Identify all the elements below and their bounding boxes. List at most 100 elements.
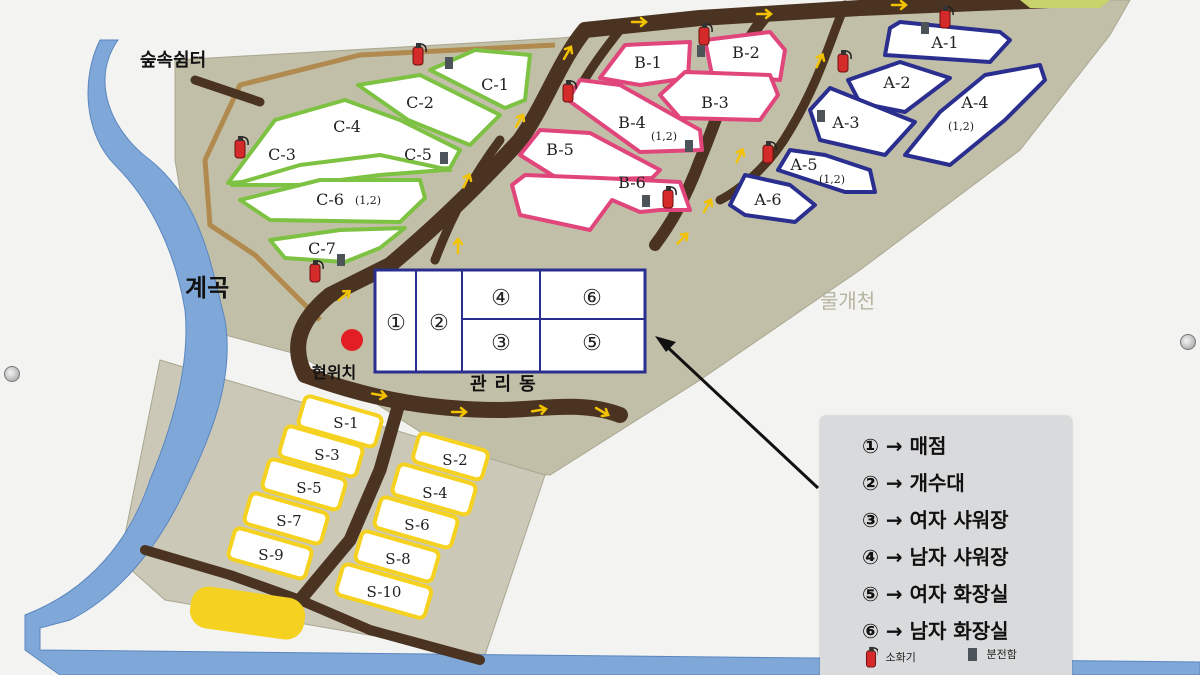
label-b5: B-5 <box>546 140 574 159</box>
tan-trail <box>202 42 556 322</box>
site-b2[interactable] <box>703 30 787 82</box>
screw-left <box>4 366 20 382</box>
distribution-box-icon <box>968 647 977 661</box>
label-a1: A-1 <box>930 33 958 52</box>
label-a3: A-3 <box>831 113 859 132</box>
site-a5[interactable] <box>776 148 877 194</box>
label-b4-sub: (1,2) <box>651 130 677 143</box>
label-b4: B-4 <box>618 113 646 132</box>
current-location-marker <box>341 329 363 351</box>
legend-item-women-restroom: ⑤ → 여자 화장실 <box>862 582 1009 606</box>
site-s1[interactable] <box>296 394 384 449</box>
site-s3[interactable] <box>277 424 365 479</box>
distribution-boxes <box>337 22 929 266</box>
distribution-box-icon <box>337 254 345 266</box>
label-s4: S-4 <box>422 484 447 502</box>
forest-rest-label: 숲속쉼터 <box>140 50 206 71</box>
label-b1: B-1 <box>634 53 662 72</box>
label-s5: S-5 <box>296 479 321 497</box>
site-b6[interactable] <box>510 173 692 232</box>
label-s7: S-7 <box>276 512 301 530</box>
label-c4: C-4 <box>333 117 361 136</box>
label-s9: S-9 <box>258 546 283 564</box>
label-b6: B-6 <box>618 173 646 192</box>
site-a4[interactable] <box>903 63 1047 167</box>
label-s1: S-1 <box>333 414 358 432</box>
distribution-box-icon <box>445 57 453 69</box>
site-a3[interactable] <box>808 86 917 157</box>
room-4: ④ <box>491 286 511 311</box>
label-a4: A-4 <box>960 93 988 112</box>
zone-s <box>226 394 490 620</box>
distribution-box-icon <box>817 110 825 122</box>
legend-key-extinguisher: 소화기 <box>864 646 916 668</box>
site-b1[interactable] <box>598 40 692 87</box>
distribution-box-icon <box>440 152 448 164</box>
legend-key-distribution-box-label: 분전함 <box>986 648 1017 661</box>
legend-key-extinguisher-label: 소화기 <box>885 651 916 664</box>
site-c6[interactable] <box>238 178 427 224</box>
legend-item-women-shower: ③ → 여자 샤워장 <box>862 508 1009 532</box>
label-b2: B-2 <box>732 43 760 62</box>
site-s4[interactable] <box>390 462 478 517</box>
zone-a-labels: A-1 A-2 A-3 A-4 (1,2) A-5 (1,2) A-6 <box>753 33 988 209</box>
label-c6-sub: (1,2) <box>355 194 381 207</box>
label-a4-sub: (1,2) <box>948 120 974 133</box>
site-s10[interactable] <box>334 562 434 620</box>
label-c2: C-2 <box>406 93 434 112</box>
distribution-box-icon <box>685 140 693 152</box>
label-b3: B-3 <box>701 93 729 112</box>
legend-item-store: ① → 매점 <box>862 434 947 458</box>
site-c2[interactable] <box>356 73 502 147</box>
site-c7[interactable] <box>268 226 407 264</box>
management-building-label: 관리동 <box>470 374 544 395</box>
zone-c-labels: C-1 C-2 C-3 C-4 C-5 C-6 (1,2) C-7 <box>268 75 509 258</box>
zone-c <box>226 48 532 264</box>
label-c5: C-5 <box>404 145 432 164</box>
room-3: ③ <box>491 331 511 356</box>
distribution-box-icon <box>642 195 650 207</box>
site-s8[interactable] <box>353 529 441 584</box>
label-s2: S-2 <box>442 451 467 469</box>
site-c1[interactable] <box>428 48 532 110</box>
valley-stream <box>24 39 1200 675</box>
label-s8: S-8 <box>385 550 410 568</box>
zone-b-labels: B-1 B-2 B-3 B-4 (1,2) B-5 B-6 <box>546 43 760 192</box>
legend-keys: 소화기 분전함 <box>864 642 1064 672</box>
room-2: ② <box>429 311 449 336</box>
label-a6: A-6 <box>753 190 781 209</box>
site-s5[interactable] <box>260 457 348 512</box>
label-c7: C-7 <box>308 239 336 258</box>
room-1: ① <box>386 311 406 336</box>
legend-key-distribution-box: 분전함 <box>968 646 1017 662</box>
vegetation-patch <box>1020 0 1110 8</box>
valley-label: 계곡 <box>185 274 229 302</box>
site-s7[interactable] <box>242 491 330 546</box>
room-6: ⑥ <box>582 286 602 311</box>
site-a1[interactable] <box>883 20 1012 64</box>
legend-item-sink: ② → 개수대 <box>862 471 965 495</box>
distribution-box-icon <box>697 45 705 57</box>
label-a5-sub: (1,2) <box>819 173 845 186</box>
room-5: ⑤ <box>582 331 602 356</box>
extinguisher-icon <box>865 646 880 668</box>
site-a6[interactable] <box>728 173 817 224</box>
parking-area <box>189 586 306 640</box>
screw-right <box>1180 334 1196 350</box>
distribution-box-icon <box>921 22 929 34</box>
site-b4[interactable] <box>566 78 704 154</box>
management-building: ① ② ④ ③ ⑥ ⑤ <box>373 268 647 374</box>
zone-a <box>728 20 1047 224</box>
label-a5: A-5 <box>789 155 817 174</box>
faded-place-label: 물개천 <box>820 289 875 313</box>
legend-pointer-arrow <box>655 336 820 490</box>
label-c1: C-1 <box>481 75 509 94</box>
zone-s-labels: S-1 S-2 S-3 S-4 S-5 S-6 S-7 S-8 S-9 S-10 <box>258 414 467 601</box>
label-c3: C-3 <box>268 145 296 164</box>
site-s2[interactable] <box>411 431 490 482</box>
legend-item-men-restroom: ⑥ → 남자 화장실 <box>862 619 1009 643</box>
legend-item-men-shower: ④ → 남자 샤워장 <box>862 545 1009 569</box>
site-s6[interactable] <box>372 495 460 550</box>
site-s9[interactable] <box>226 526 314 581</box>
label-s3: S-3 <box>314 446 339 464</box>
